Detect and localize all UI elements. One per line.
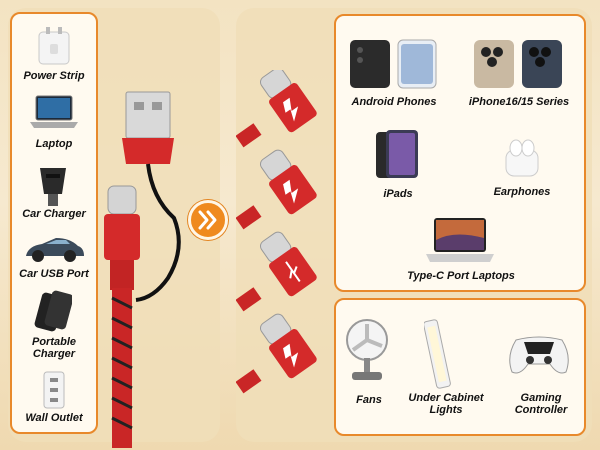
car-charger-icon [40,168,66,206]
source-label-car-charger: Car Charger [22,208,86,220]
chevron-right-icon [188,200,228,240]
source-label-power-strip: Power Strip [23,70,85,82]
source-label-wall-outlet: Wall Outlet [25,412,83,424]
accessories-box [334,298,586,436]
wall-outlet-icon [43,371,65,409]
four-connector-cables [236,70,317,394]
device-label-iphone: iPhone16/15 Series [468,96,570,108]
fan-icon [346,319,388,380]
power-strip-icon [38,27,70,65]
type-c-laptop-icon [426,218,494,262]
source-label-portable-charger: Portable Charger [31,336,76,360]
accessory-label-lights: Under Cabinet Lights [408,392,484,416]
accessory-label-fans: Fans [356,394,382,406]
accessory-label-controller: Gaming Controller [514,392,568,416]
earphones-icon [505,139,539,177]
device-label-earphones: Earphones [493,186,551,198]
laptop-icon [30,95,78,128]
iphone-icon [474,40,562,88]
source-devices-box [10,12,98,434]
device-label-laptops: Type-C Port Laptops [407,270,515,282]
android-phones-icon [350,39,437,89]
source-label-laptop: Laptop [35,138,73,150]
ipad-icon [376,130,418,178]
portable-charger-icon [34,290,72,332]
device-label-ipads: iPads [383,188,413,200]
car-icon [26,238,84,262]
gaming-controller-icon [509,336,569,374]
device-label-android: Android Phones [351,96,437,108]
usb-a-to-c-adapter-cable [104,91,181,448]
cabinet-light-icon [424,319,451,389]
source-label-car-usb-port: Car USB Port [19,268,89,280]
